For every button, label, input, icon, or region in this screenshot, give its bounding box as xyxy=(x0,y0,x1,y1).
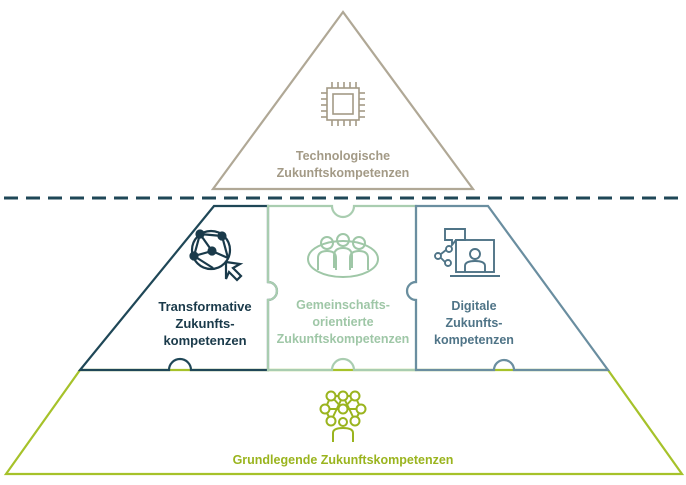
technological-tier-label: Technologische Zukunftskompetenzen xyxy=(230,148,456,182)
transformative-tier-label: Transformative Zukunfts- kompetenzen xyxy=(138,298,272,349)
network-cursor-icon xyxy=(189,229,244,282)
computer-user-icon xyxy=(434,228,500,277)
transformative-label-line-3: kompetenzen xyxy=(163,333,247,348)
technological-label-line-1: Technologische xyxy=(295,149,391,163)
technological-label-line-2: Zukunftskompetenzen xyxy=(276,166,410,180)
digital-tier-label: Digitale Zukunfts- kompetenzen xyxy=(418,298,530,349)
community-label-line-1: Gemeinschafts- xyxy=(296,298,390,312)
person-network-icon xyxy=(319,390,367,442)
transformative-label-line-1: Transformative xyxy=(158,299,252,314)
community-tier-label: Gemeinschafts- orientierte Zukunftskompe… xyxy=(270,297,416,348)
digital-label-line-2: Zukunfts- xyxy=(445,316,503,330)
transformative-label-line-2: Zukunfts- xyxy=(175,316,235,331)
group-icon xyxy=(307,233,379,278)
foundational-label-line-1: Grundlegende Zukunftskompetenzen xyxy=(232,453,454,467)
digital-label-line-1: Digitale xyxy=(451,299,497,313)
digital-label-line-3: kompetenzen xyxy=(434,333,514,347)
digital-tier-piece xyxy=(405,204,611,372)
technological-tier-triangle xyxy=(210,10,476,191)
community-label-line-2: orientierte xyxy=(312,315,374,329)
foundational-tier-label: Grundlegende Zukunftskompetenzen xyxy=(150,452,536,469)
community-label-line-3: Zukunftskompetenzen xyxy=(276,332,410,346)
chip-icon xyxy=(321,82,365,126)
